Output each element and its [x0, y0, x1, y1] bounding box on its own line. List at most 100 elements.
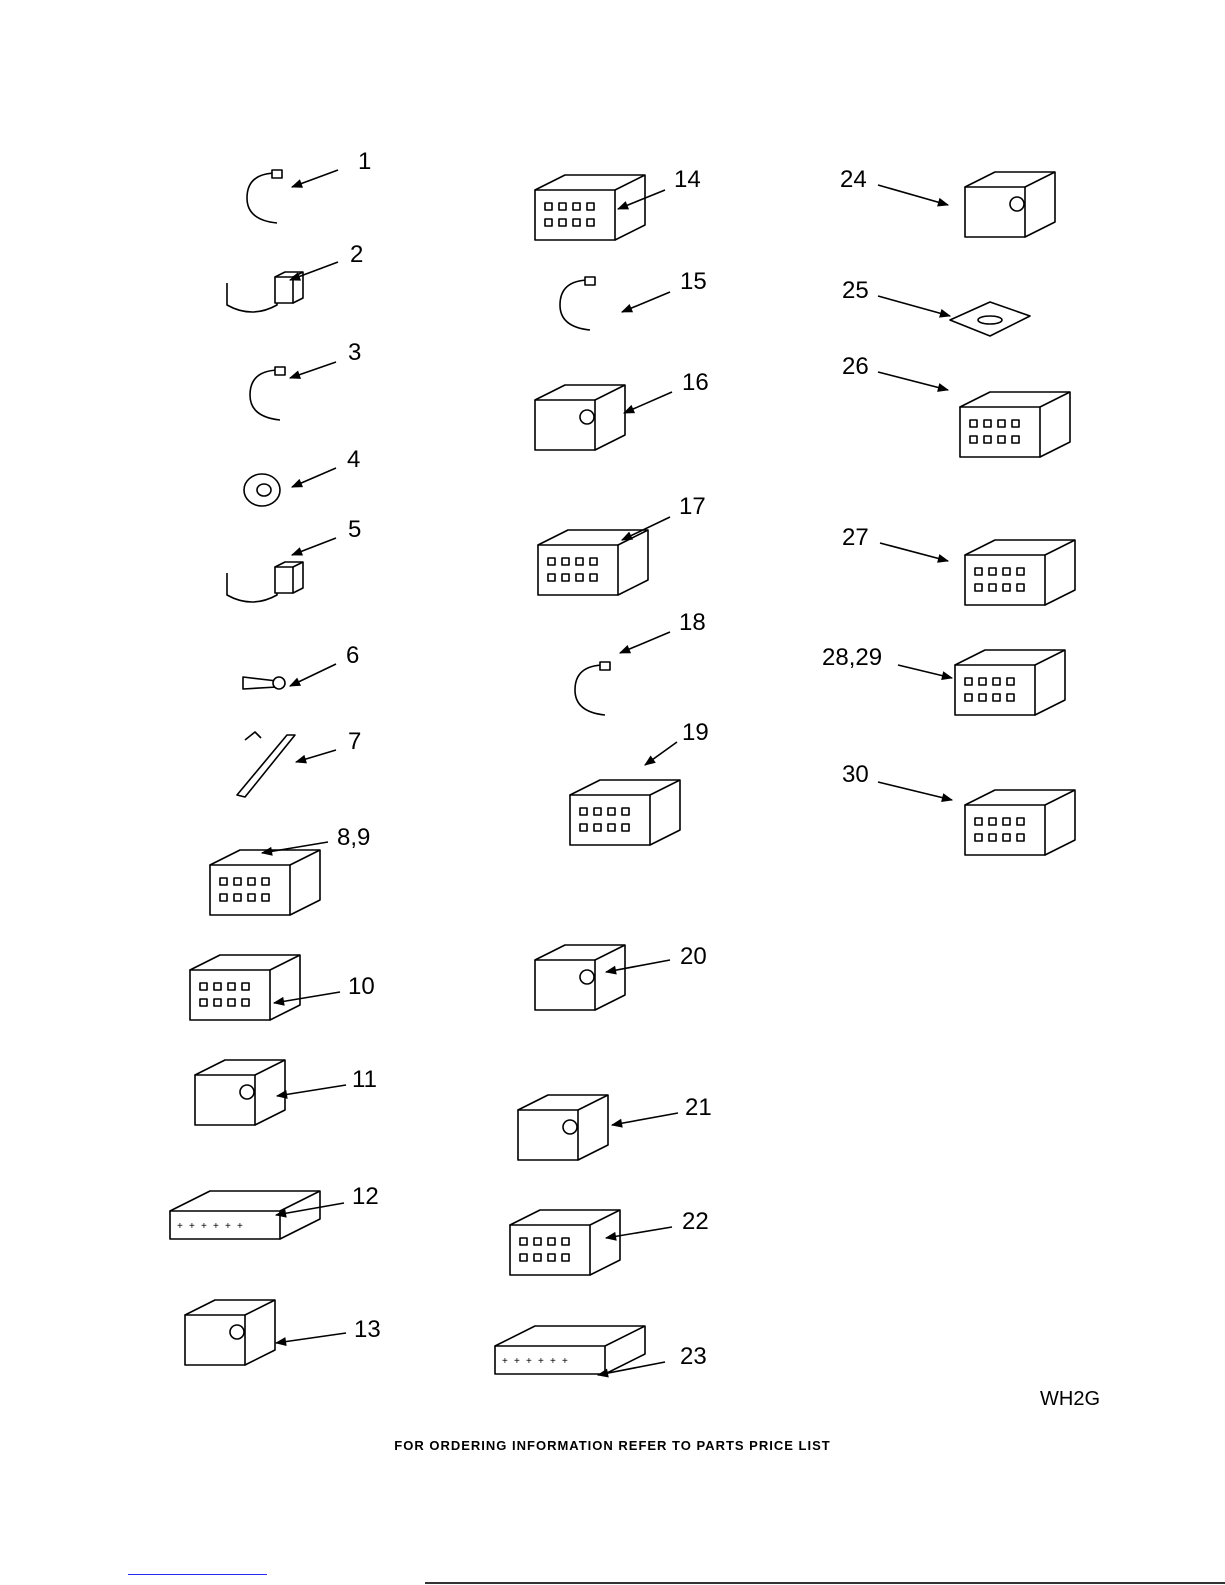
- svg-text:+: +: [225, 1221, 231, 1232]
- part-12-drawing: + + + + + +: [169, 1190, 321, 1240]
- callout-5: 5: [348, 516, 362, 543]
- callout-19: 19: [682, 719, 709, 746]
- leader-arrow: [294, 749, 337, 764]
- svg-text:+: +: [177, 1221, 183, 1232]
- callout-16: 16: [682, 369, 709, 396]
- leader-arrow: [620, 291, 671, 313]
- part-13-drawing: [184, 1299, 276, 1366]
- leader-arrow: [290, 169, 339, 188]
- svg-text:+: +: [562, 1356, 568, 1367]
- leader-arrow: [618, 631, 671, 654]
- callout-30: 30: [842, 761, 869, 788]
- svg-text:+: +: [526, 1356, 532, 1367]
- leader-arrow: [877, 295, 952, 318]
- callout-1: 1: [358, 148, 372, 175]
- leader-arrow: [260, 841, 329, 856]
- part-26-drawing: [959, 391, 1071, 458]
- leader-arrow: [290, 537, 337, 556]
- callout-7: 7: [348, 728, 362, 755]
- leader-arrow: [288, 261, 339, 281]
- callout-2: 2: [350, 241, 364, 268]
- callout-24: 24: [840, 166, 867, 193]
- svg-text:+: +: [189, 1221, 195, 1232]
- callout-6: 6: [346, 642, 360, 669]
- leader-arrow: [275, 1084, 347, 1099]
- callout-21: 21: [685, 1094, 712, 1121]
- link-underline: [128, 1574, 267, 1575]
- leader-arrow: [596, 1361, 666, 1378]
- part-3-drawing: [249, 366, 286, 421]
- leader-arrow: [290, 467, 337, 488]
- callout-27: 27: [842, 524, 869, 551]
- part-10-drawing: [189, 954, 301, 1021]
- callout-22: 22: [682, 1208, 709, 1235]
- svg-text:+: +: [538, 1356, 544, 1367]
- part-8-9-drawing: [209, 849, 321, 916]
- part-17-drawing: [537, 529, 649, 596]
- part-1-drawing: [246, 169, 283, 224]
- leader-arrow: [879, 542, 950, 563]
- part-6-drawing: [242, 676, 286, 690]
- callout-4: 4: [347, 446, 361, 473]
- callout-25: 25: [842, 277, 869, 304]
- part-18-drawing: [574, 661, 611, 716]
- part-4-drawing: [243, 473, 281, 507]
- part-5-drawing: [226, 561, 304, 603]
- svg-text:+: +: [550, 1356, 556, 1367]
- leader-arrow: [897, 664, 954, 680]
- callout-13: 13: [354, 1316, 381, 1343]
- part-7-drawing: [236, 731, 296, 798]
- diagram-code: WH2G: [1040, 1388, 1100, 1410]
- part-15-drawing: [559, 276, 596, 331]
- leader-arrow: [877, 781, 954, 802]
- bottom-rule: [425, 1582, 1225, 1584]
- part-14-drawing: [534, 174, 646, 241]
- callout-10: 10: [348, 973, 375, 1000]
- part-11-drawing: [194, 1059, 286, 1126]
- part-20-drawing: [534, 944, 626, 1011]
- callout-28-29: 28,29: [822, 644, 883, 671]
- callout-26: 26: [842, 353, 869, 380]
- svg-text:+: +: [514, 1356, 520, 1367]
- leader-arrow: [288, 361, 337, 379]
- leader-arrow: [616, 189, 666, 210]
- leader-arrow: [272, 991, 341, 1006]
- svg-text:+: +: [237, 1221, 243, 1232]
- leader-arrow: [610, 1112, 679, 1128]
- callout-11: 11: [352, 1066, 377, 1093]
- leader-arrow: [604, 959, 671, 975]
- part-2-drawing: [226, 271, 304, 313]
- leader-arrow: [274, 1332, 347, 1347]
- callout-18: 18: [679, 609, 706, 636]
- callout-8-9: 8,9: [337, 824, 371, 851]
- callout-3: 3: [348, 339, 362, 366]
- part-21-drawing: [517, 1094, 609, 1161]
- callout-17: 17: [679, 493, 706, 520]
- part-16-drawing: [534, 384, 626, 451]
- part-22-drawing: [509, 1209, 621, 1276]
- leader-arrow: [644, 741, 678, 766]
- leader-arrow: [620, 516, 671, 541]
- part-25-drawing: [949, 301, 1031, 337]
- part-27-drawing: [964, 539, 1076, 606]
- callout-20: 20: [680, 943, 707, 970]
- svg-text:+: +: [502, 1356, 508, 1367]
- part-30-drawing: [964, 789, 1076, 856]
- part-24-drawing: [964, 171, 1056, 238]
- callout-14: 14: [674, 166, 701, 193]
- leader-arrow: [274, 1202, 345, 1218]
- svg-text:+: +: [201, 1221, 207, 1232]
- callout-23: 23: [680, 1343, 707, 1370]
- leader-arrow: [622, 391, 673, 414]
- ordering-note: FOR ORDERING INFORMATION REFER TO PARTS …: [394, 1438, 831, 1453]
- leader-arrow: [604, 1226, 673, 1241]
- callout-12: 12: [352, 1183, 379, 1210]
- part-23-drawing: + + + + + +: [494, 1325, 646, 1375]
- leader-arrow: [288, 663, 337, 687]
- leader-arrow: [877, 184, 950, 207]
- part-19-drawing: [569, 779, 681, 846]
- part-28-29-drawing: [954, 649, 1066, 716]
- callout-15: 15: [680, 268, 707, 295]
- svg-text:+: +: [213, 1221, 219, 1232]
